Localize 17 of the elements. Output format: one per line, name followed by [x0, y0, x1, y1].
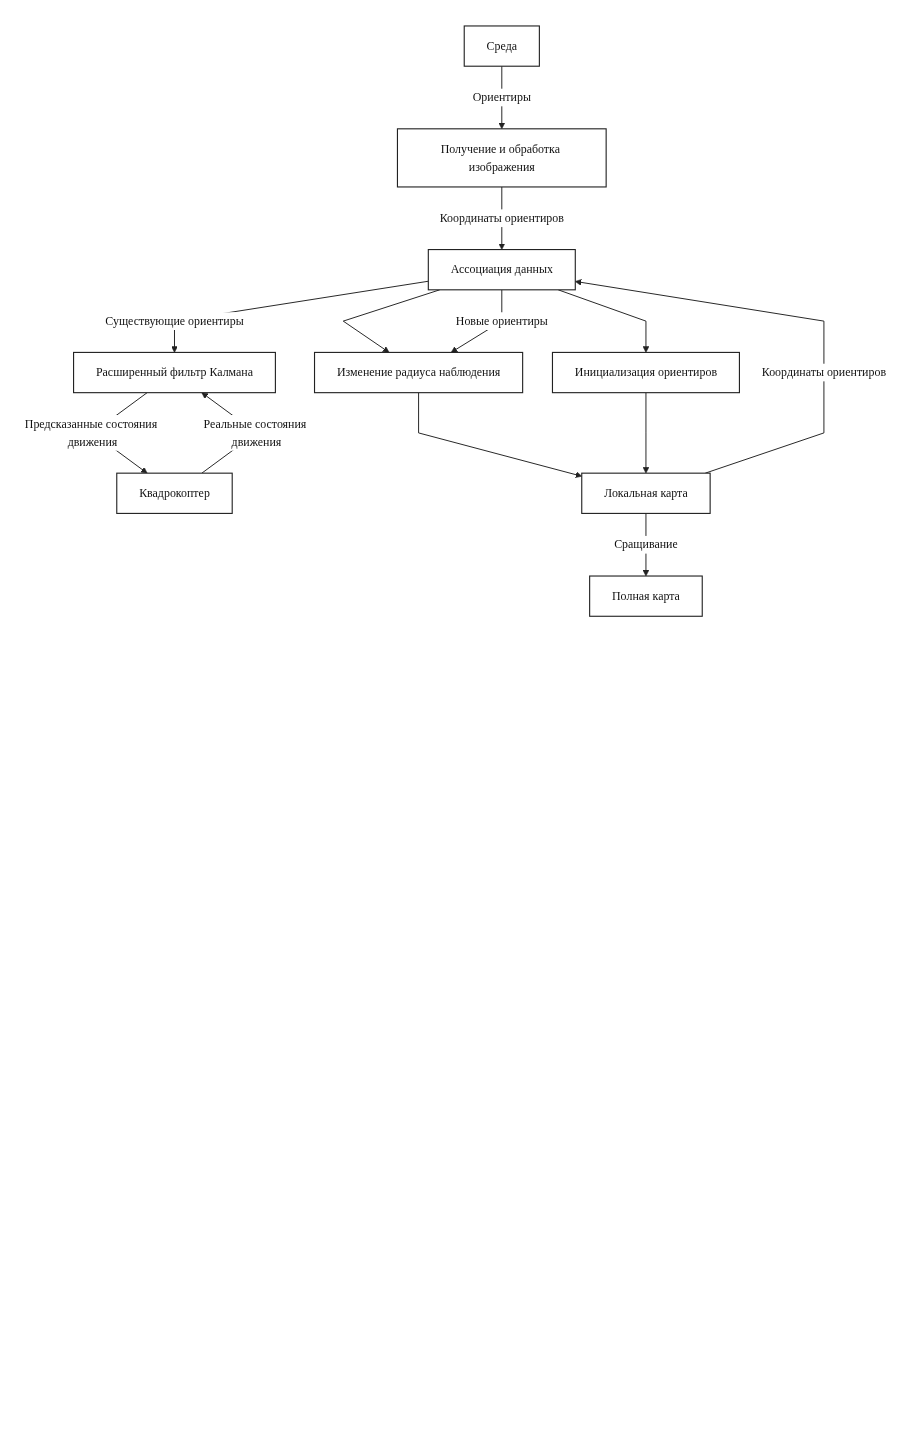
node-box: Среда — [463, 25, 540, 67]
node-box: Ассоциация данных — [427, 249, 576, 291]
node-box: Расширенный фильтр Калмана — [73, 351, 276, 394]
edge-label: Существующие ориентиры — [105, 314, 244, 328]
node-box: Локальная карта — [581, 472, 711, 514]
edge-label: Новые ориентиры — [455, 314, 548, 328]
edge-label: Ориентиры — [472, 90, 531, 104]
edge-label: Предсказанные состояния движения — [24, 417, 158, 448]
node-box: Изменение радиуса наблюдения — [313, 351, 524, 394]
edge-label: Координаты ориентиров — [439, 211, 564, 225]
edge-label: Координаты ориентиров — [761, 365, 887, 379]
edge-label: Реальные состояния движения — [203, 417, 307, 448]
node-box: Квадрокоптер — [116, 472, 233, 514]
node-box: Инициализация ориентиров — [551, 351, 740, 394]
edge-label: Сращивание — [614, 538, 678, 551]
node-box: Получение и обработка изображения — [396, 128, 607, 188]
node-box: Полная карта — [589, 575, 703, 617]
